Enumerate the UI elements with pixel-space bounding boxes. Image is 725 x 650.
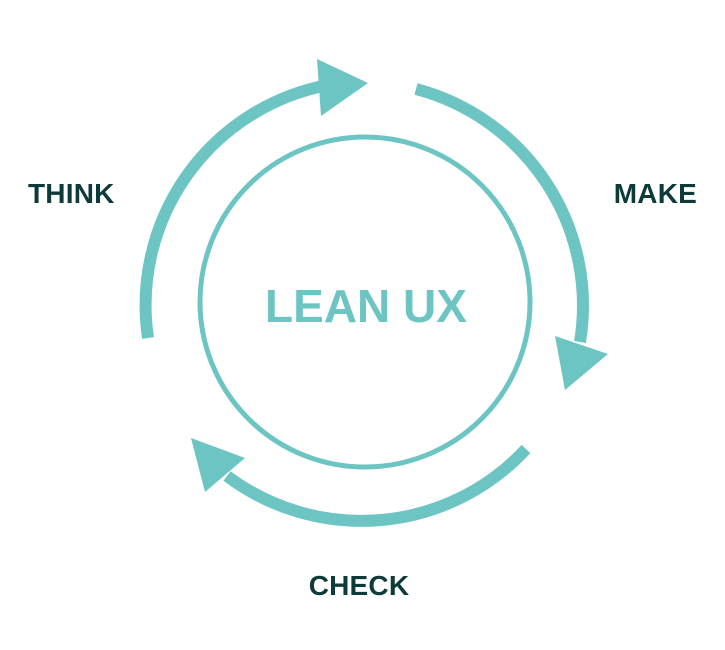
stage-label-think: THINK [28,178,115,209]
center-circle [197,134,533,470]
stage-label-check: CHECK [309,570,410,601]
arrowhead-think-to-make-icon [317,59,368,116]
center-title: LEAN UX [265,280,467,332]
stage-label-make: MAKE [614,178,697,209]
arc-think-to-make [139,79,330,339]
arc-check-to-think [223,444,531,527]
arrowhead-check-to-think-icon [191,438,245,492]
arrowhead-make-to-check-icon [555,336,608,390]
arc-make-to-check [414,83,589,343]
